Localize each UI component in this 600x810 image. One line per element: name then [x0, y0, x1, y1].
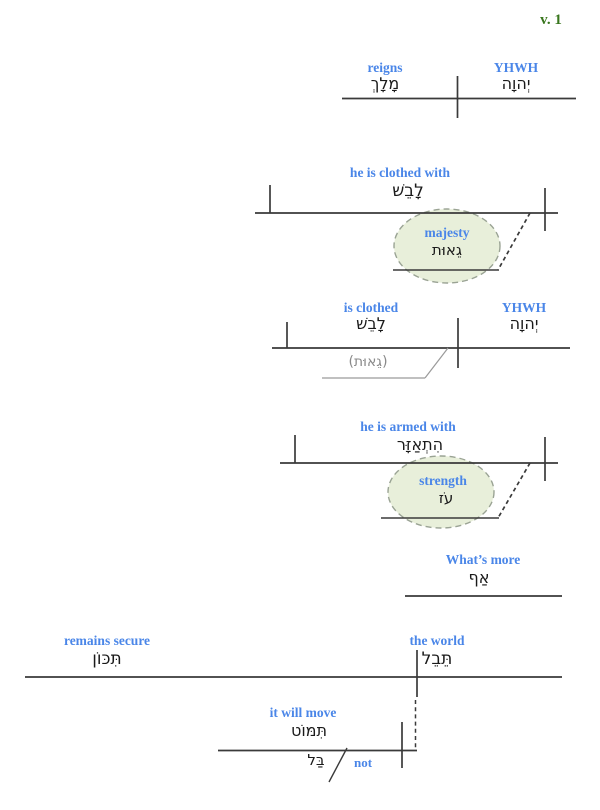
clause2-predicate-gloss: he is clothed with	[349, 165, 451, 180]
clause6-predicate-hebrew: תִּמּוֹט	[290, 721, 328, 740]
clause6-negation-gloss: not	[353, 755, 373, 770]
clause2-lines	[255, 185, 558, 271]
clause1-subject-hebrew: יְהוָה	[501, 74, 531, 93]
clause6-lines	[218, 722, 417, 783]
clause4-predicate-gloss: he is armed with	[360, 419, 456, 434]
clause3-predicate-gloss: is clothed	[343, 300, 399, 315]
clause6-predicate-gloss: it will move	[269, 705, 337, 720]
conjunction-gloss: What’s more	[445, 552, 521, 567]
clause4-lines	[280, 435, 558, 519]
clause5-subject-gloss: the world	[409, 633, 465, 648]
clause3-implied-object-hebrew: (גֵאוּת)	[348, 354, 388, 370]
conjunction-hebrew: אַף	[468, 568, 490, 587]
clause2-predicate-hebrew: לָבֵשׁ	[392, 181, 424, 201]
clause3-implied-diagonal	[424, 347, 449, 379]
clause3-subject-hebrew: יְהוָה	[509, 314, 539, 333]
clause2-object-hebrew: גֵאוּת	[431, 241, 463, 259]
clause1-subject-gloss: YHWH	[493, 60, 539, 75]
majesty-ellipse	[393, 208, 501, 284]
clause3-implied-object-lines	[322, 347, 449, 379]
clause5-predicate-hebrew: תִּכּוֹן	[92, 649, 122, 669]
clause6-negation-slash	[328, 747, 348, 783]
clause6-negation-hebrew: בַּל	[307, 751, 325, 769]
clause2-object-dashed-diagonal	[497, 212, 531, 271]
clause5-predicate-gloss: remains secure	[63, 633, 151, 648]
clause2-object-gloss: majesty	[424, 225, 470, 240]
clause3-predicate-hebrew: לָבֵשׁ	[356, 314, 386, 333]
clause4-object-gloss: strength	[419, 473, 467, 488]
clause1-predicate-gloss: reigns	[367, 60, 403, 75]
clause1-lines	[342, 76, 576, 118]
strength-ellipse	[387, 455, 495, 529]
clause4-predicate-hebrew: הִתְאַזָּר	[396, 435, 444, 454]
verse-label: v. 1	[540, 12, 562, 28]
clause3-subject-gloss: YHWH	[501, 300, 547, 315]
clause5-subject-hebrew: תֵּבֵל	[421, 649, 453, 669]
clause4-object-hebrew: עֹז	[438, 489, 454, 507]
clause1-predicate-hebrew: מָלָךְ	[370, 74, 400, 93]
clause4-object-dashed-diagonal	[497, 462, 531, 519]
clause3-lines	[272, 318, 570, 368]
clause5-lines	[25, 650, 562, 749]
